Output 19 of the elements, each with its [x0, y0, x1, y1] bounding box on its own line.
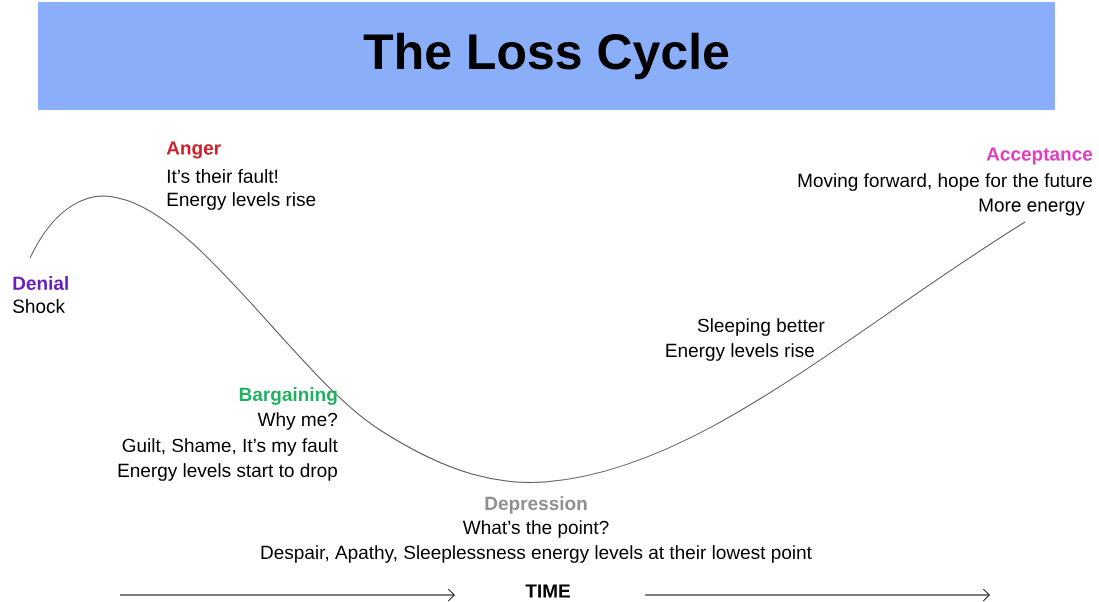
stage-description: Shock	[13, 299, 65, 313]
stage-heading: Depression	[485, 496, 587, 514]
stage-description: Energy levels start to drop	[118, 463, 337, 481]
stage-heading: Bargaining	[239, 387, 337, 405]
title-band: The Loss Cycle	[38, 2, 1055, 110]
stage-heading: Acceptance	[986, 147, 1093, 165]
stage-description: Sleeping better	[697, 318, 825, 336]
stage-description: Energy levels rise	[167, 192, 316, 210]
stage-heading: Denial	[13, 276, 68, 290]
stage-description: Moving forward, hope for the future	[798, 173, 1092, 191]
stage-description: Energy levels rise	[666, 343, 814, 361]
stage-description: What’s the point?	[462, 520, 609, 538]
stage-description: Why me?	[257, 412, 338, 430]
stage-heading: Anger	[166, 141, 221, 159]
stage-description: Despair, Apathy, Sleeplessness energy levels at their lowest point	[261, 545, 812, 563]
stage-description: More energy	[979, 198, 1085, 216]
axis-label: TIME	[525, 584, 570, 598]
stage-description: It’s their fault!	[167, 169, 278, 183]
stage-description: Guilt, Shame, It’s my fault	[122, 438, 338, 456]
